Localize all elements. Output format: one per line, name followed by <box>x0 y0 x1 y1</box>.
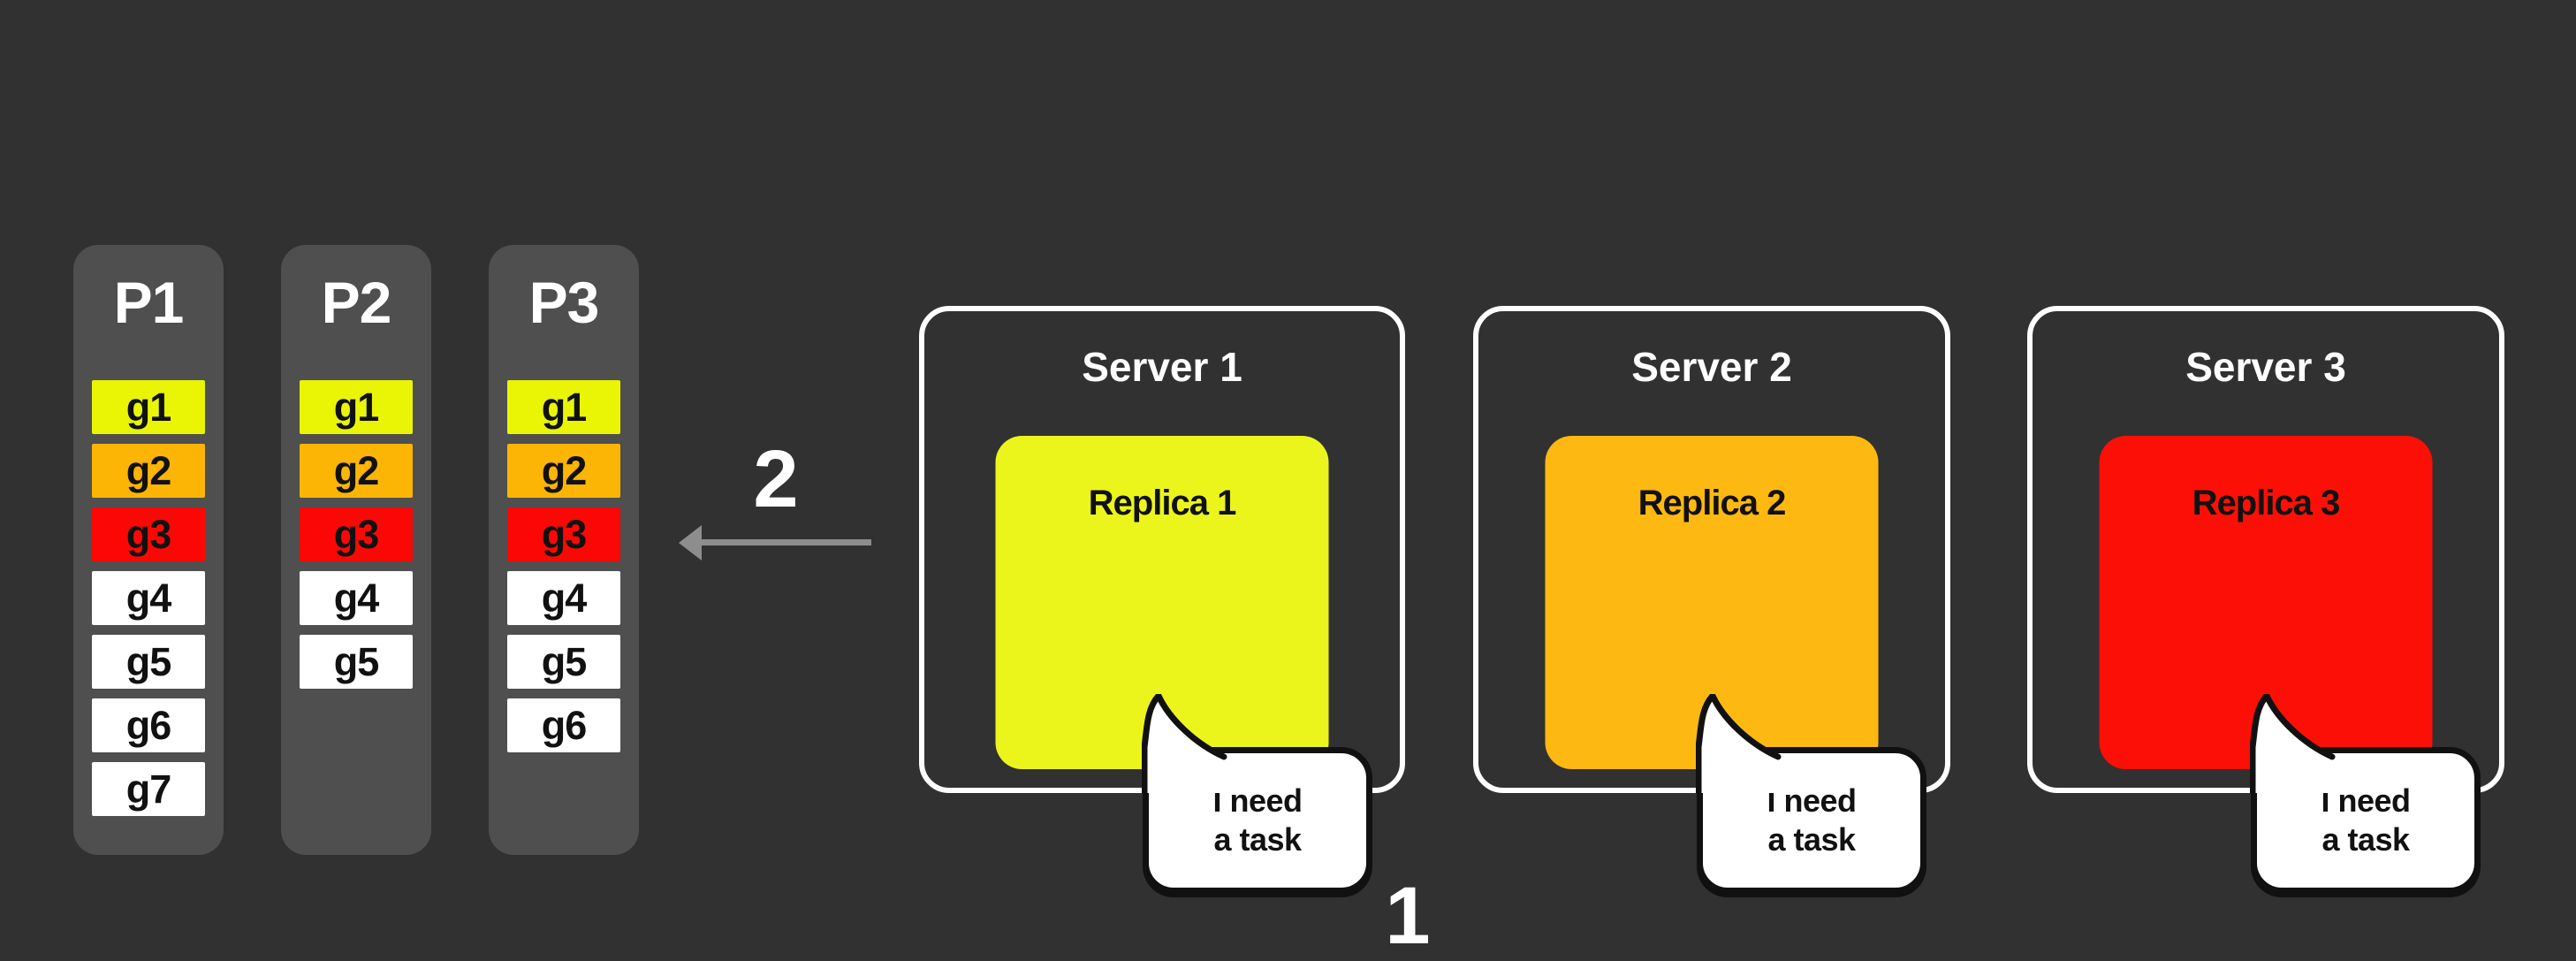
task-cell: g6 <box>507 698 620 752</box>
speech-bubble-text: I need a task <box>1767 782 1857 858</box>
speech-bubble: I need a task <box>2250 694 2481 894</box>
task-cell: g1 <box>300 380 413 434</box>
partition-label: P3 <box>528 270 600 335</box>
speech-bubble-text: I need a task <box>1212 782 1303 858</box>
server-label: Server 2 <box>1631 344 1792 390</box>
partition-column: P1 g1 g2 g3 g4 g5 g6 g7 <box>73 245 224 855</box>
task-cell: g5 <box>507 635 620 689</box>
speech-bubble-body: I need a task <box>2251 747 2481 894</box>
speech-bubble-tail-icon <box>1142 694 1227 793</box>
step1-number: 1 <box>1385 871 1431 961</box>
partition-column: P3 g1 g2 g3 g4 g5 g6 <box>489 245 639 855</box>
task-cell: g6 <box>92 698 205 752</box>
step2-number: 2 <box>753 434 799 524</box>
task-cell: g5 <box>300 635 413 689</box>
partition-column: P2 g1 g2 g3 g4 g5 <box>281 245 431 855</box>
partition-task-list: g1 g2 g3 g4 g5 g6 g7 <box>92 380 205 816</box>
speech-bubble-tail-icon <box>1696 694 1782 793</box>
server-group: Server 2 Replica 2 I need a task <box>1473 306 1950 894</box>
server-group: Server 3 Replica 3 I need a task <box>2027 306 2504 894</box>
arrow-left-head-icon <box>679 525 702 561</box>
speech-bubble-body: I need a task <box>1143 747 1372 894</box>
replica-label: Replica 3 <box>2192 484 2341 522</box>
task-cell: g4 <box>92 571 205 625</box>
task-cell: g2 <box>300 444 413 498</box>
partition-label: P2 <box>321 270 392 335</box>
partition-task-list: g1 g2 g3 g4 g5 <box>300 380 413 689</box>
diagram-stage: P1 g1 g2 g3 g4 g5 g6 g7 P2 g1 g2 g3 g4 g… <box>73 245 2504 957</box>
partition-label: P1 <box>113 270 185 335</box>
task-cell: g4 <box>300 571 413 625</box>
task-cell: g4 <box>507 571 620 625</box>
replica-label: Replica 1 <box>1088 484 1237 522</box>
server-label: Server 3 <box>2185 344 2346 390</box>
task-cell: g3 <box>300 507 413 561</box>
task-cell: g2 <box>507 444 620 498</box>
server-label: Server 1 <box>1082 344 1242 390</box>
task-cell: g2 <box>92 444 205 498</box>
task-cell: g5 <box>92 635 205 689</box>
speech-bubble: I need a task <box>1142 694 1372 894</box>
task-cell: g3 <box>507 507 620 561</box>
speech-bubble: I need a task <box>1696 694 1926 894</box>
replica-label: Replica 2 <box>1638 484 1787 522</box>
task-cell: g1 <box>507 380 620 434</box>
speech-bubble-tail-icon <box>2250 694 2336 793</box>
server-group: Server 1 Replica 1 I need a task <box>919 306 1405 894</box>
partition-task-list: g1 g2 g3 g4 g5 g6 <box>507 380 620 752</box>
task-cell: g7 <box>92 762 205 816</box>
task-cell: g3 <box>92 507 205 561</box>
arrow-left-icon <box>696 539 871 545</box>
task-cell: g1 <box>92 380 205 434</box>
speech-bubble-text: I need a task <box>2321 782 2411 858</box>
